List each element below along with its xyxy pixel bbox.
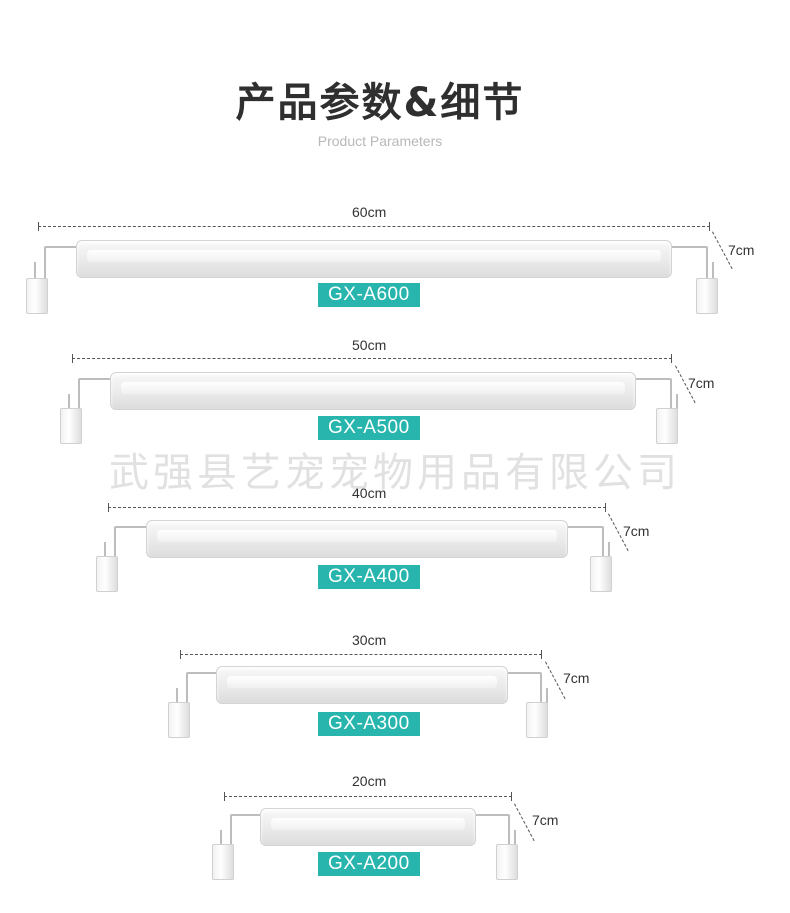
led-light-bar bbox=[110, 372, 636, 410]
model-badge: GX-A300 bbox=[318, 712, 420, 736]
right-bracket bbox=[500, 672, 542, 719]
left-clip bbox=[26, 278, 48, 314]
length-label: 60cm bbox=[352, 204, 387, 220]
height-label: 7cm bbox=[623, 523, 650, 539]
left-clip bbox=[96, 556, 118, 592]
height-label: 7cm bbox=[532, 812, 559, 828]
right-bracket bbox=[468, 814, 510, 861]
right-clip bbox=[696, 278, 718, 314]
right-clip bbox=[496, 844, 518, 880]
company-watermark: 武强县艺宠宠物用品有限公司 bbox=[109, 450, 681, 496]
left-clip bbox=[212, 844, 234, 880]
length-label: 50cm bbox=[352, 337, 387, 353]
right-bracket bbox=[630, 378, 672, 425]
right-clip bbox=[526, 702, 548, 738]
page-subtitle: Product Parameters bbox=[317, 133, 443, 149]
left-clip bbox=[168, 702, 190, 738]
height-label: 7cm bbox=[728, 242, 755, 258]
left-bracket bbox=[230, 814, 272, 861]
length-label: 30cm bbox=[352, 632, 387, 648]
height-label: 7cm bbox=[563, 670, 590, 686]
led-light-bar bbox=[216, 666, 508, 704]
length-label: 40cm bbox=[352, 485, 387, 501]
left-bracket bbox=[78, 378, 120, 425]
right-bracket bbox=[562, 526, 604, 573]
led-light-bar bbox=[146, 520, 568, 558]
right-clip bbox=[656, 408, 678, 444]
right-bracket bbox=[666, 246, 708, 293]
length-dimension-line bbox=[108, 503, 606, 512]
left-bracket bbox=[186, 672, 228, 719]
height-label: 7cm bbox=[688, 375, 715, 391]
length-label: 20cm bbox=[352, 773, 387, 789]
length-dimension-line bbox=[224, 792, 512, 801]
length-dimension-line bbox=[38, 222, 710, 231]
page-title: 产品参数&细节 bbox=[235, 80, 525, 126]
model-badge: GX-A400 bbox=[318, 565, 420, 589]
left-bracket bbox=[114, 526, 156, 573]
led-light-bar bbox=[260, 808, 476, 846]
left-bracket bbox=[44, 246, 86, 293]
right-clip bbox=[590, 556, 612, 592]
length-dimension-line bbox=[72, 354, 672, 363]
led-light-bar bbox=[76, 240, 672, 278]
length-dimension-line bbox=[180, 650, 542, 659]
model-badge: GX-A200 bbox=[318, 852, 420, 876]
model-badge: GX-A600 bbox=[318, 283, 420, 307]
model-badge: GX-A500 bbox=[318, 416, 420, 440]
left-clip bbox=[60, 408, 82, 444]
